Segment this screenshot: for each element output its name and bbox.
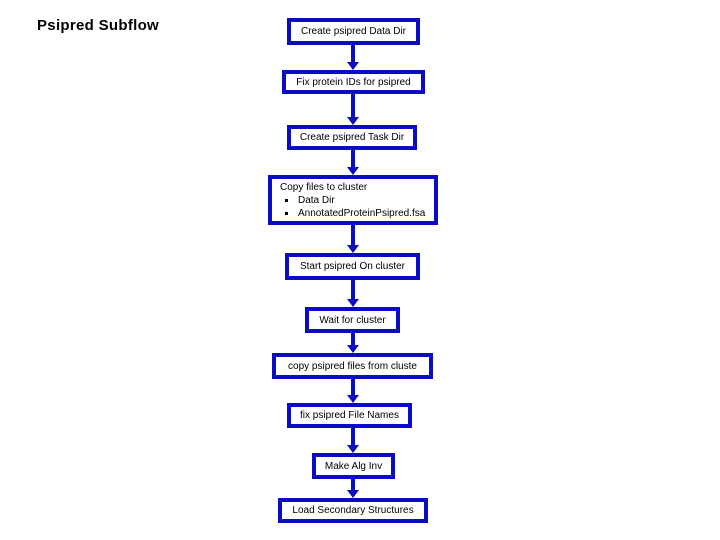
flow-node-fix-protein-ids: Fix protein IDs for psipred (282, 70, 425, 94)
flow-node-create-psipred-data-dir: Create psipred Data Dir (287, 18, 420, 45)
flow-node-fix-psipred-file-names: fix psipred File Names (287, 403, 412, 428)
arrow-down-icon (347, 167, 359, 175)
arrow-shaft (351, 225, 355, 247)
flow-node-copy-psipred-files-from-cluster: copy psipred files from cluste (272, 353, 433, 379)
arrow-shaft (351, 333, 355, 347)
node-label: copy psipred files from cluste (288, 360, 417, 372)
arrow-shaft (351, 428, 355, 447)
node-label: Copy files to cluster (280, 182, 368, 193)
flow-arrow-6 (347, 333, 360, 353)
arrow-shaft (351, 280, 355, 301)
flow-arrow-4 (347, 225, 360, 253)
flow-arrow-5 (347, 280, 360, 307)
node-label: Load Secondary Structures (292, 505, 414, 516)
flow-node-copy-files-to-cluster: Copy files to cluster Data Dir Annotated… (268, 175, 438, 225)
node-label: Fix protein IDs for psipred (296, 76, 411, 88)
arrow-down-icon (347, 395, 359, 403)
arrow-shaft (351, 379, 355, 397)
arrow-shaft (351, 150, 355, 169)
page-title: Psipred Subflow (37, 17, 160, 34)
flow-arrow-1 (347, 45, 360, 70)
arrow-down-icon (347, 62, 359, 70)
arrow-down-icon (347, 299, 359, 307)
flow-arrow-9 (347, 479, 360, 498)
arrow-down-icon (347, 245, 359, 253)
node-label: Create psipred Task Dir (299, 132, 405, 143)
bullet-item: AnnotatedProteinPsipred.fsa (280, 208, 429, 219)
node-label: Create psipred Data Dir (300, 26, 407, 37)
node-label: Start psipred On cluster (299, 261, 406, 272)
arrow-down-icon (347, 445, 359, 453)
flow-arrow-2 (347, 94, 360, 125)
flow-arrow-3 (347, 150, 360, 175)
arrow-shaft (351, 45, 355, 64)
bullet-icon (285, 199, 288, 202)
flow-node-load-secondary-structures: Load Secondary Structures (278, 498, 428, 523)
bullet-label: AnnotatedProteinPsipred.fsa (298, 208, 426, 219)
flow-arrow-7 (347, 379, 360, 403)
arrow-shaft (351, 94, 355, 119)
bullet-icon (285, 212, 288, 215)
bullet-item: Data Dir (280, 195, 429, 206)
node-label: fix psipred File Names (300, 410, 399, 421)
flow-node-wait-for-cluster: Wait for cluster (305, 307, 400, 333)
bullet-label: Data Dir (298, 195, 335, 206)
flow-arrow-8 (347, 428, 360, 453)
arrow-down-icon (347, 490, 359, 498)
arrow-shaft (351, 479, 355, 492)
flow-node-create-psipred-task-dir: Create psipred Task Dir (287, 125, 417, 150)
flow-node-make-alg-inv: Make Alg Inv (312, 453, 395, 479)
arrow-down-icon (347, 345, 359, 353)
arrow-down-icon (347, 117, 359, 125)
node-label: Wait for cluster (319, 314, 386, 326)
node-label: Make Alg Inv (324, 460, 383, 472)
flow-node-start-psipred-on-cluster: Start psipred On cluster (285, 253, 420, 280)
